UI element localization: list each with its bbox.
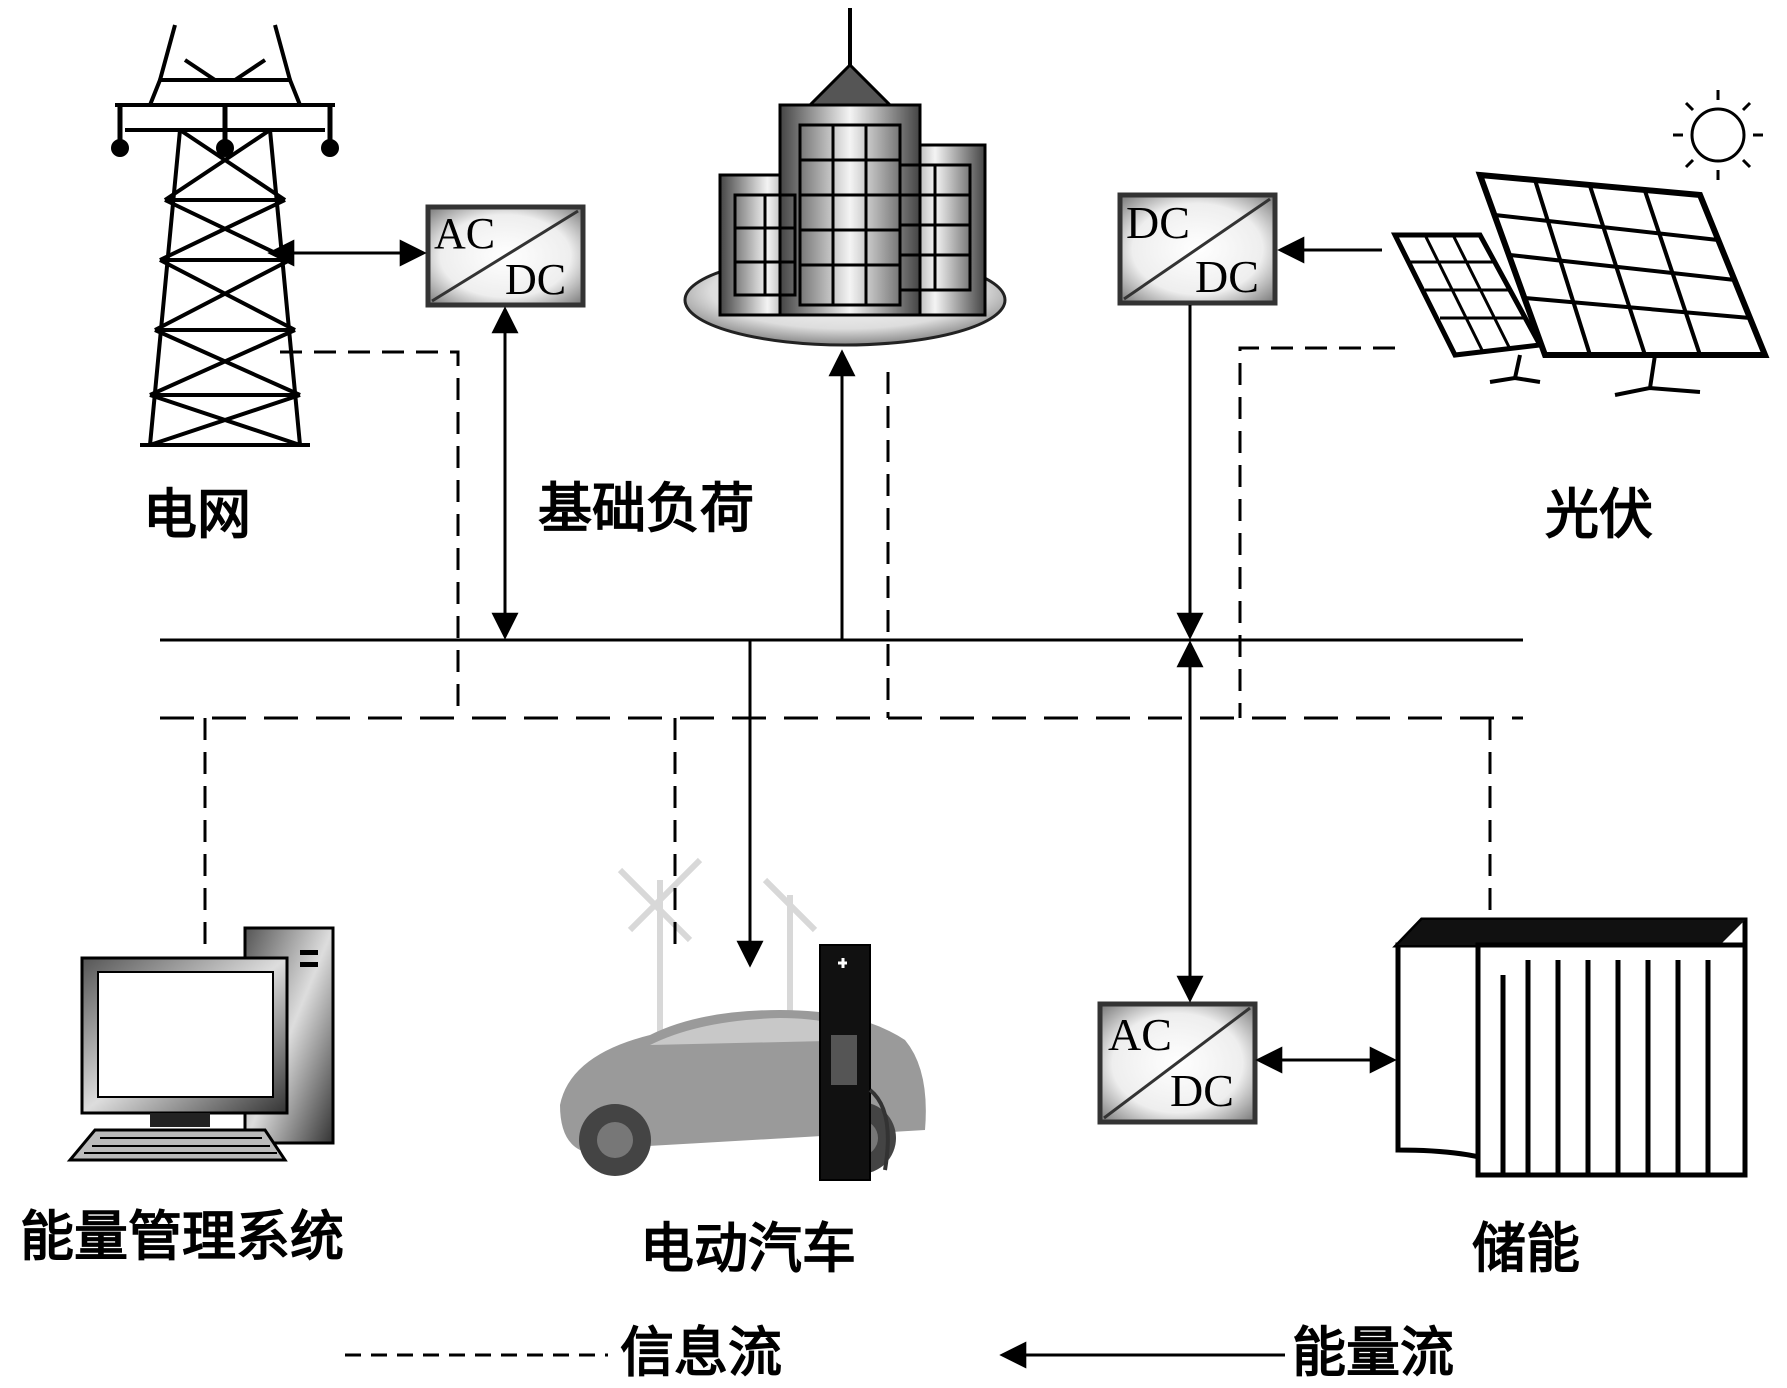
pv-converter-box [1117,192,1278,306]
power-tower-icon [111,24,339,447]
grid-converter-top-label: AC [434,209,496,258]
grid-converter-bottom-label: DC [505,255,567,304]
electric-car-icon [560,857,926,1181]
pv-info-line [1238,346,1395,718]
solar-panel-icon [1390,90,1770,397]
ev-label: 电动汽车 [640,1217,856,1280]
grid-info-line [280,350,460,718]
base-load-label: 基础负荷 [538,477,754,540]
storage-converter-top-label: AC [1108,1009,1172,1060]
storage-converter-box [1097,1001,1258,1125]
grid-label: 电网 [143,483,251,546]
pv-converter-top-label: DC [1126,197,1190,248]
legend-energy-flow-label: 能量流 [1292,1321,1454,1384]
battery-storage-icon [1392,917,1748,1178]
storage-label: 储能 [1472,1217,1580,1280]
pv-label: 光伏 [1545,483,1653,546]
legend-info-flow-label: 信息流 [620,1321,782,1384]
storage-converter-bottom-label: DC [1170,1065,1234,1116]
ems-label: 能量管理系统 [20,1205,344,1268]
computer-icon [66,926,335,1162]
grid-converter-box [425,204,586,308]
pv-converter-bottom-label: DC [1195,251,1259,302]
building-icon [683,8,1007,347]
